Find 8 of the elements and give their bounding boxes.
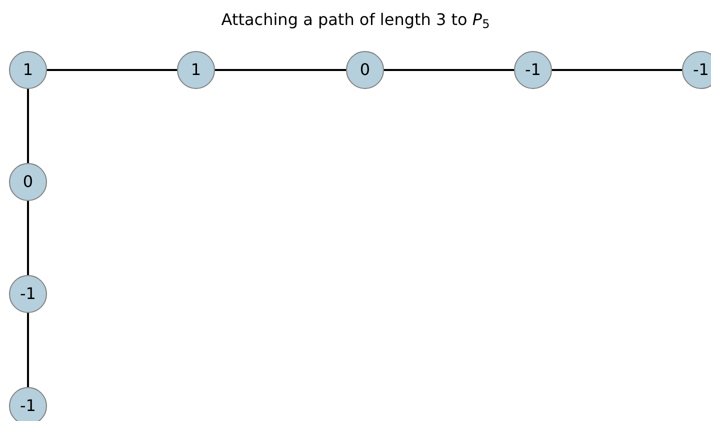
edge-line [27, 313, 29, 387]
edge-line [215, 69, 346, 71]
edge-line [47, 69, 177, 71]
edge-line [552, 69, 682, 71]
edge-line [27, 89, 29, 163]
diagram-title: Attaching a path of length 3 to P$_{5}$ [221, 9, 490, 31]
edge-line [27, 201, 29, 275]
edge-line [384, 69, 514, 71]
